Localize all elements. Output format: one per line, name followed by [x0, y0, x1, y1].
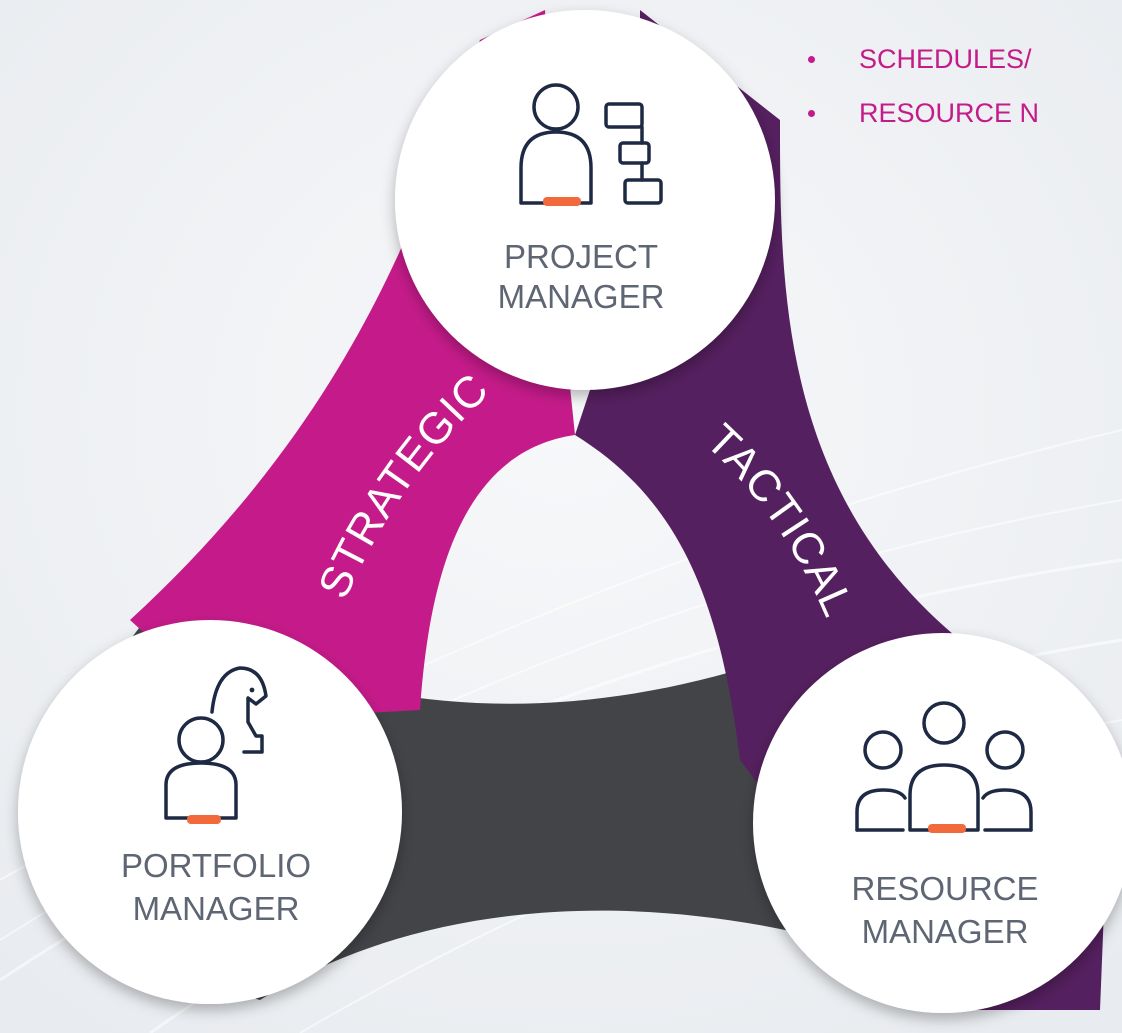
project-manager-node: PROJECT MANAGER	[395, 10, 775, 390]
group-of-people-icon	[855, 701, 1033, 832]
accent-bar	[928, 824, 966, 833]
bullet-item: RESOURCE N	[808, 98, 1039, 128]
bullet-text: RESOURCE N	[859, 98, 1040, 128]
bullet-item: SCHEDULES/	[808, 44, 1039, 74]
role-title-line2: MANAGER	[133, 890, 300, 927]
person-with-hierarchy-icon	[519, 83, 663, 205]
bullet-dot	[808, 109, 815, 117]
role-title-line2: MANAGER	[498, 278, 665, 315]
role-title-line1: RESOURCE	[851, 870, 1038, 907]
role-title-line1: PORTFOLIO	[121, 847, 311, 884]
bullet-dot	[808, 55, 815, 63]
person-with-chess-knight-icon	[164, 666, 268, 820]
portfolio-manager-node: PORTFOLIO MANAGER	[18, 620, 402, 1004]
accent-bar	[187, 815, 221, 824]
role-title-line2: MANAGER	[862, 913, 1029, 950]
accent-bar	[543, 197, 581, 206]
resource-manager-node: RESOURCE MANAGER	[753, 633, 1122, 1013]
bullet-text: SCHEDULES/	[859, 44, 1032, 74]
role-title-line1: PROJECT	[504, 238, 658, 275]
bullet-list: SCHEDULES/ RESOURCE N	[808, 44, 1039, 152]
